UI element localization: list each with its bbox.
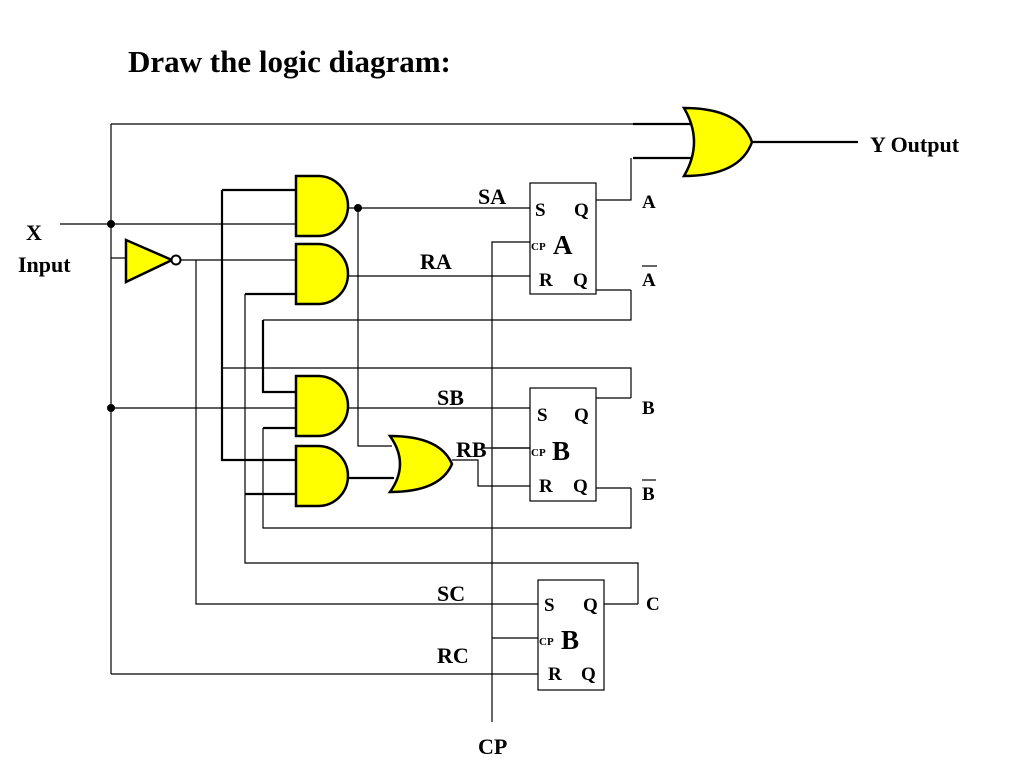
rb-label: RB [456, 437, 487, 462]
page-title: Draw the logic diagram: [128, 44, 451, 79]
qbbar-output-label: B [642, 484, 655, 505]
not-gate [124, 238, 182, 284]
abar-feedback-wire [263, 290, 632, 321]
wires [60, 122, 858, 722]
sb-label: SB [437, 385, 464, 410]
ffc-r-label: R [548, 664, 562, 685]
ffc-cp-label: CP [539, 636, 554, 648]
ffb-cp-label: CP [531, 447, 546, 459]
ffb-s-label: S [537, 405, 548, 426]
ra-label: RA [420, 249, 452, 274]
x-input-label: X [26, 220, 42, 245]
ffb-qbar-label: Q [573, 476, 588, 497]
bbar-feedback-wire [262, 428, 632, 529]
sa-junction-dot [354, 204, 362, 212]
xbar-vertical-wire [195, 260, 538, 605]
abar-feedback-wire-2 [261, 320, 296, 394]
ffc-name-label: B [561, 625, 579, 655]
flipflop-c [537, 579, 605, 691]
rc-label: RC [437, 643, 469, 668]
rail-wire-1 [220, 188, 296, 462]
x-junction-dot-1 [107, 220, 115, 228]
ffa-cp-label: CP [531, 241, 546, 253]
qa-output-label: A [642, 192, 656, 213]
and-gate-sa [294, 174, 350, 238]
or-top-input-wire [633, 122, 700, 160]
or-gate-rb [387, 434, 454, 494]
sc-label: SC [437, 581, 465, 606]
ffa-r-label: R [539, 270, 553, 291]
flipflop-b [529, 387, 597, 502]
and-gate-sb [294, 374, 350, 438]
flipflop-a [529, 182, 597, 295]
qc-output-label: C [646, 594, 660, 615]
ffb-q-label: Q [574, 405, 589, 426]
ffa-name-label: A [553, 230, 573, 260]
ffc-s-label: S [544, 595, 555, 616]
or-gate-output [681, 106, 754, 178]
sa-junction-vertical [357, 208, 392, 447]
qb-output-label: B [642, 398, 655, 419]
qa-output-wire [596, 158, 632, 201]
ffb-r-label: R [539, 476, 553, 497]
cp-bus-wire [491, 241, 538, 722]
rail-wire-4 [244, 294, 639, 604]
ffa-qbar-label: Q [573, 270, 588, 291]
sa-label: SA [478, 184, 506, 209]
ffc-qbar-label: Q [581, 664, 596, 685]
x-junction-dot-2 [107, 404, 115, 412]
ffa-s-label: S [535, 200, 546, 221]
ffc-q-label: Q [583, 595, 598, 616]
x-input-sublabel: Input [18, 252, 71, 277]
and-gate-ra [294, 242, 350, 306]
ffa-q-label: Q [574, 200, 589, 221]
and-gate-rb [294, 444, 350, 508]
qabar-output-label: A [642, 270, 656, 291]
rb-wire [452, 459, 530, 487]
y-output-label: Y Output [870, 132, 960, 157]
ffb-name-label: B [552, 436, 570, 466]
cp-clock-label: CP [478, 734, 507, 759]
